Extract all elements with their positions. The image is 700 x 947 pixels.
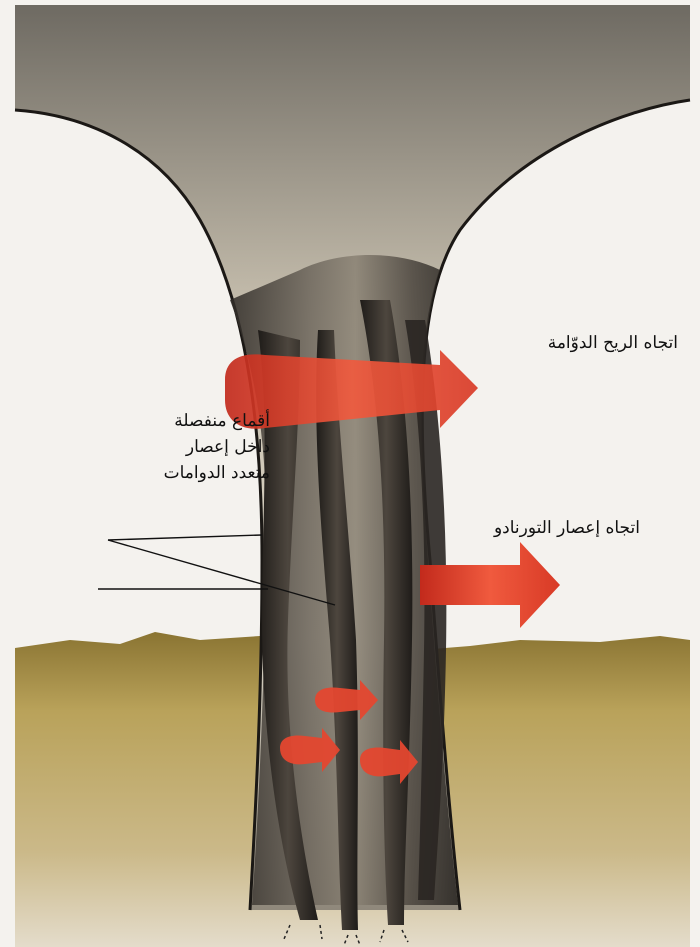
suction-vortices-line-2: داخل إعصار (80, 434, 270, 460)
wind-direction-label: اتجاه الريح الدوّامة (478, 330, 678, 356)
suction-vortices-label: أقماع منفصلة داخل إعصار متعدد الدوامات (80, 408, 270, 486)
suction-vortices-line-3: متعدد الدوامات (80, 460, 270, 486)
tornado-direction-label: اتجاه إعصار التورنادو (440, 515, 640, 541)
suction-vortices-line-1: أقماع منفصلة (80, 408, 270, 434)
